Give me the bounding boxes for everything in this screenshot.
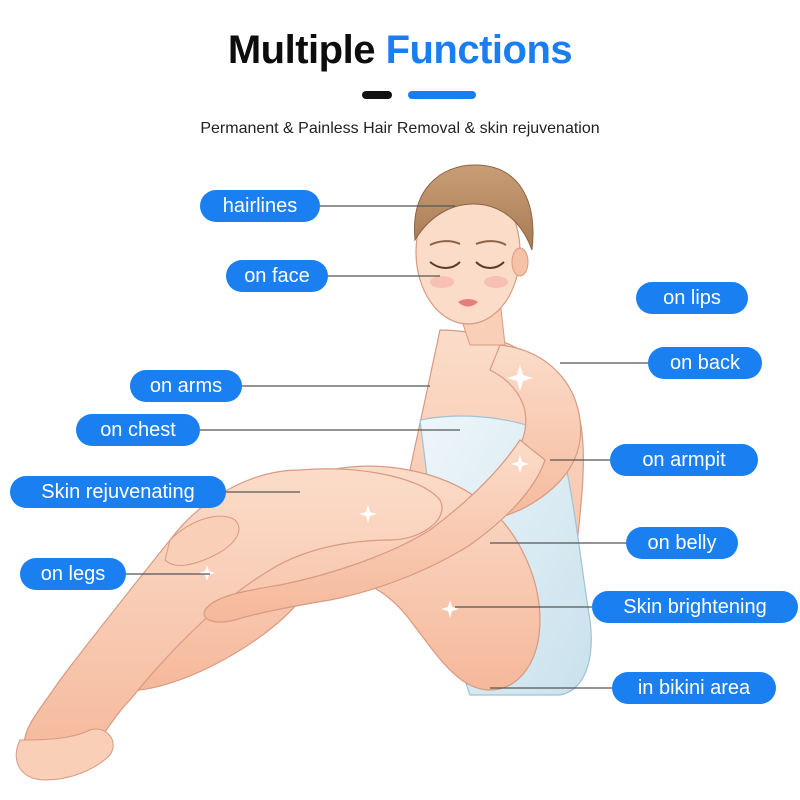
page-subtitle: Permanent & Painless Hair Removal & skin… <box>200 120 600 137</box>
title-underline-blue <box>408 91 476 99</box>
sparkle-icon <box>199 365 533 618</box>
front-leg-shape <box>23 468 443 770</box>
label-skin-brightening: Skin brightening <box>592 591 798 623</box>
label-on-armpit: on armpit <box>610 444 758 476</box>
page-title: Multiple Functions <box>0 26 800 74</box>
label-hairlines: hairlines <box>200 190 320 222</box>
title-underline-dark <box>362 91 392 99</box>
label-on-belly: on belly <box>626 527 738 559</box>
label-on-lips: on lips <box>636 282 748 314</box>
label-on-face: on face <box>226 260 328 292</box>
label-on-chest: on chest <box>76 414 200 446</box>
label-on-back: on back <box>648 347 762 379</box>
label-on-legs: on legs <box>20 558 126 590</box>
title-word-multiple: Multiple <box>227 28 376 72</box>
label-skin-rejuvenating: Skin rejuvenating <box>10 476 226 508</box>
label-in-bikini-area: in bikini area <box>612 672 776 704</box>
label-on-arms: on arms <box>130 370 242 402</box>
title-word-functions: Functions <box>385 28 573 72</box>
arm-shape <box>203 439 546 623</box>
hair-shape <box>413 164 534 251</box>
